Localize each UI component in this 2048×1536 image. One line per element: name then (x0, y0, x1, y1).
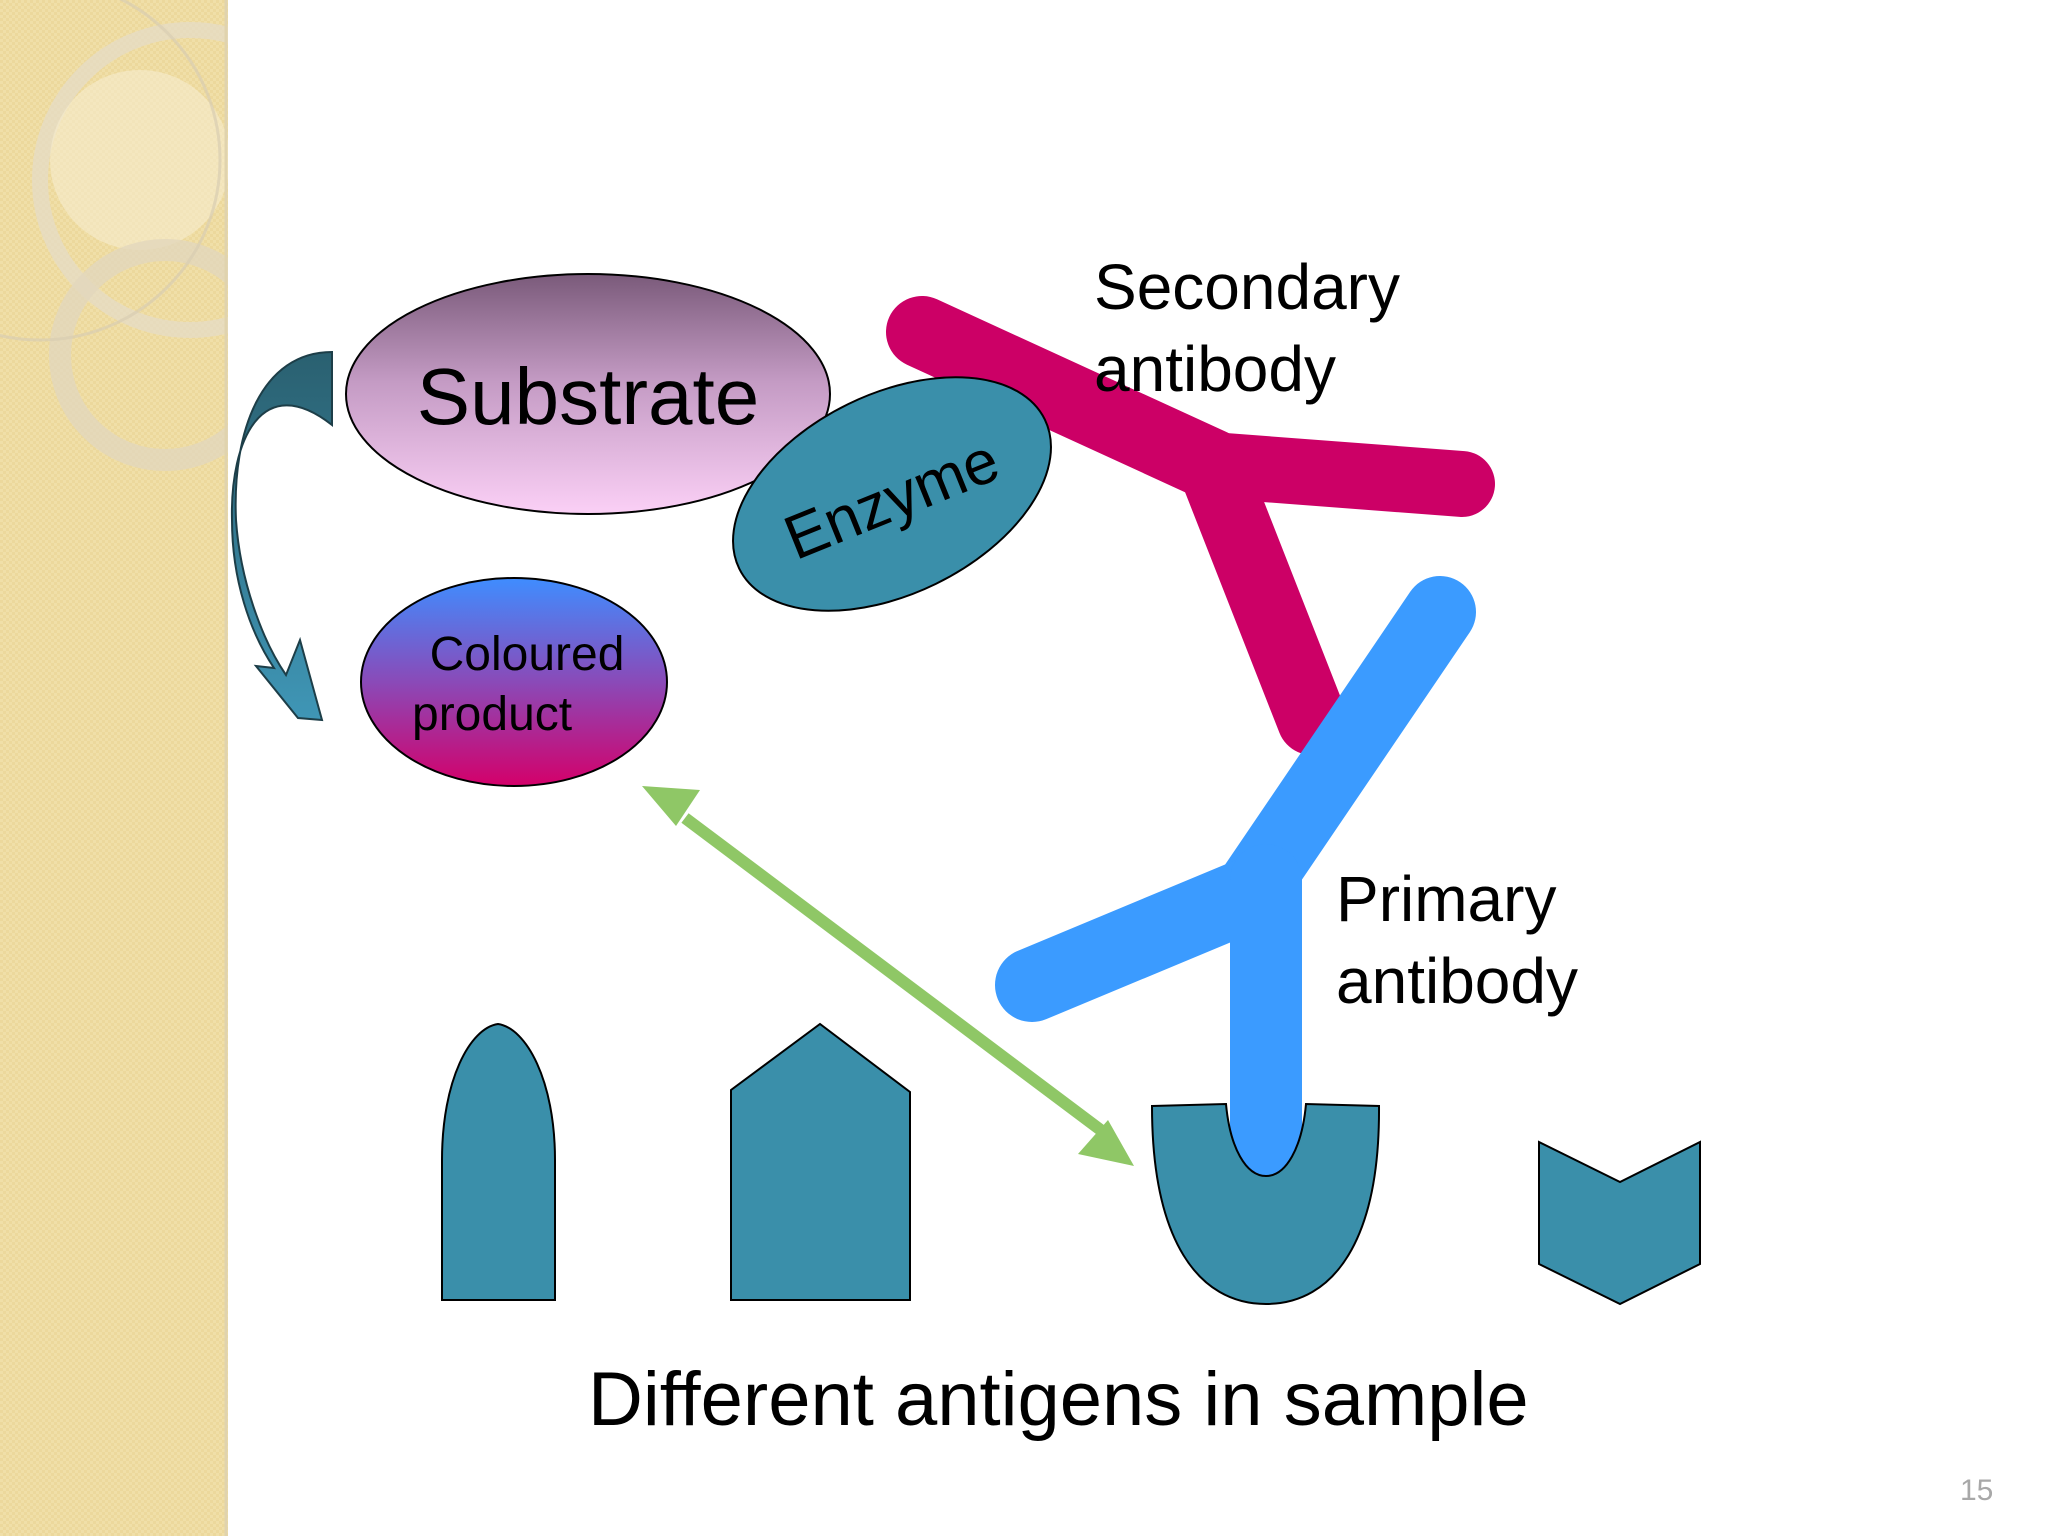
antigen-chevron (1538, 1140, 1701, 1306)
coloured-product: Coloured product (360, 577, 668, 787)
secondary-antibody (886, 296, 1495, 755)
binding-double-arrow (642, 786, 1134, 1166)
secondary-antibody-label: Secondary antibody (1094, 246, 1400, 410)
decorative-ring (32, 22, 228, 338)
primary-antibody-label: Primary antibody (1336, 858, 1578, 1022)
diagram-caption: Different antigens in sample (588, 1357, 1529, 1442)
decorative-sidebar (0, 0, 228, 1536)
slide-number: 15 (1960, 1474, 1994, 1507)
primary-antibody-label-line2: antibody (1336, 945, 1578, 1017)
primary-antibody-label-line1: Primary (1336, 863, 1557, 935)
secondary-antibody-label-line2: antibody (1094, 333, 1336, 405)
primary-antibody (995, 576, 1476, 1186)
secondary-antibody-label-line1: Secondary (1094, 251, 1400, 323)
decorative-ring (50, 70, 228, 250)
antigen-cup (1150, 1102, 1381, 1306)
substrate-label: Substrate (417, 352, 759, 441)
conversion-curved-arrow (230, 350, 333, 722)
decorative-ring (0, 0, 222, 342)
coloured-product-label-line2: product (412, 688, 572, 741)
decorative-ring (49, 239, 228, 471)
antigen-house (730, 1022, 911, 1301)
substrate: Substrate (345, 273, 831, 515)
antigen-rounded (441, 1022, 556, 1301)
coloured-product-label-line1: Coloured (430, 628, 625, 681)
enzyme: Enzyme (732, 376, 1052, 612)
